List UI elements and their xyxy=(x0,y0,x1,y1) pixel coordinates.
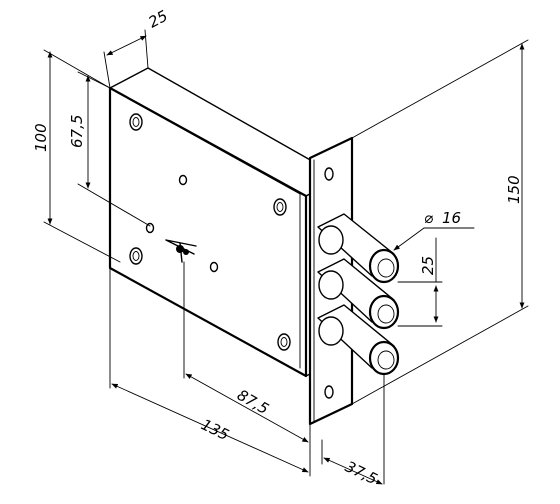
dim-label-bolt-diameter: 16 xyxy=(442,209,461,227)
dim-label-top-depth: 25 xyxy=(145,7,170,32)
faceplate-screw-bottom xyxy=(324,385,334,399)
dim-label-diameter-symbol: ⌀ xyxy=(424,209,433,227)
mounting-hole-bottom-left xyxy=(129,247,143,265)
dim-label-bolt-pitch: 25 xyxy=(419,256,437,275)
small-hole-center xyxy=(178,174,188,186)
small-hole-left xyxy=(145,222,155,234)
small-hole-right xyxy=(209,261,219,273)
dim-label-bolt-projection: 37,5 xyxy=(342,457,380,488)
dim-label-key-offset: 87,5 xyxy=(234,386,272,418)
dimension-overall-height: 150 xyxy=(351,39,529,405)
dim-label-body-length: 135 xyxy=(198,415,232,444)
bolt-middle xyxy=(317,258,400,330)
lock-body xyxy=(108,67,343,378)
dimension-left-inner: 67,5 xyxy=(68,71,151,227)
dim-label-overall-height: 150 xyxy=(505,175,523,204)
dim-label-left-inner: 67,5 xyxy=(68,115,86,148)
dimension-bolt-pitch: 25 xyxy=(397,237,443,327)
mounting-hole-bottom-right xyxy=(277,333,291,351)
mounting-hole-top-right xyxy=(273,198,287,216)
dimension-bolt-diameter: ⌀ 16 xyxy=(393,209,475,251)
mounting-hole-top-left xyxy=(129,113,143,131)
dimension-left-outer: 100 xyxy=(32,49,121,263)
faceplate-screw-top xyxy=(324,167,334,181)
bolt-bottom xyxy=(317,304,400,376)
bolt-top xyxy=(317,213,400,284)
keyhole xyxy=(165,239,197,263)
dim-label-left-outer: 100 xyxy=(32,123,50,152)
